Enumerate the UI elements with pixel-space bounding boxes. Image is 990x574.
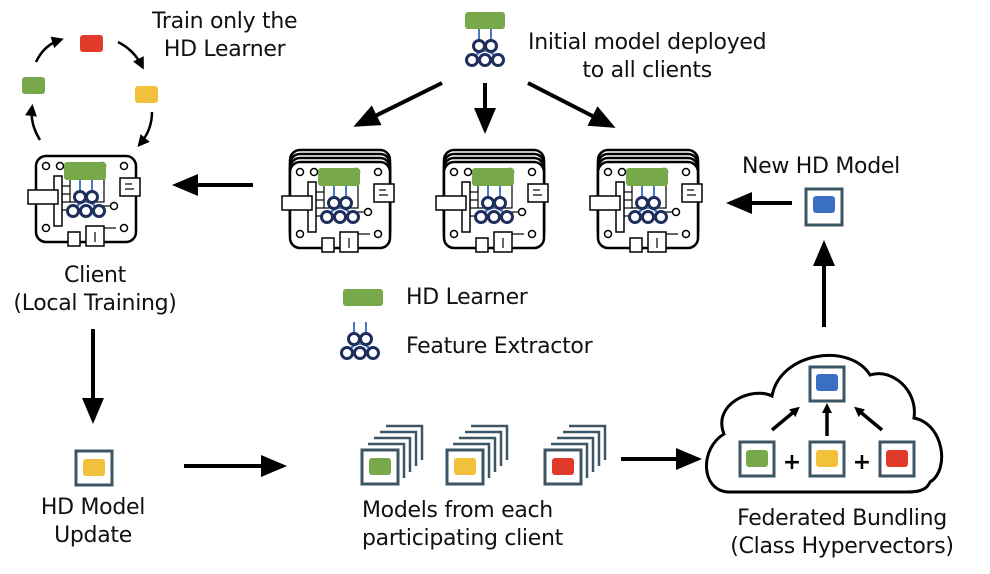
client-model-stacks — [360, 424, 607, 486]
train-only-line-1: Train only the — [152, 9, 298, 34]
bundle-swatch-yellow — [816, 450, 838, 467]
client-line-2: (Local Training) — [13, 291, 177, 316]
initial-model-line-2: to all clients — [582, 58, 712, 83]
stack-layer — [368, 442, 406, 478]
hd-model-update-label: HD Model Update — [28, 494, 158, 550]
client-label: Client (Local Training) — [0, 262, 190, 318]
hd-model-update-line-1: HD Model — [40, 495, 146, 520]
plus-sign: + — [853, 450, 871, 475]
client-model-stack-yellow — [445, 424, 509, 486]
client-model-stack-red — [543, 424, 607, 486]
bundle-input-red — [878, 440, 916, 478]
legend — [340, 289, 383, 360]
client-board-icon — [28, 156, 140, 246]
stack-layer — [453, 442, 491, 478]
federated-line-1: Federated Bundling — [737, 506, 947, 531]
bundle-swatch-green — [746, 450, 768, 467]
bundle-arrow-right — [854, 406, 884, 432]
stack-layer — [380, 430, 418, 466]
model-swatch-green — [369, 458, 391, 475]
cycle-arrow-icon — [117, 40, 144, 70]
cycle-arrow-icon — [25, 104, 42, 141]
stack-layer — [569, 424, 607, 460]
arrow-to-stack-3 — [527, 81, 616, 128]
bundle-arrow-left — [770, 406, 800, 432]
bundle-frame — [738, 440, 776, 478]
stack-layer — [374, 436, 412, 472]
hd-model-update-line-2: Update — [54, 523, 132, 548]
train-only-label: Train only the HD Learner — [152, 8, 298, 64]
client-stack-1 — [282, 150, 394, 252]
federated-bundling-label: Federated Bundling (Class Hypervectors) — [722, 505, 962, 561]
training-cycle — [22, 35, 158, 148]
models-line-2: participating client — [362, 526, 563, 551]
client-line-1: Client — [64, 263, 126, 288]
stack-layer — [471, 424, 509, 460]
client-stack-3 — [590, 150, 702, 252]
initial-model-label: Initial model deployed to all clients — [528, 29, 767, 85]
legend-feature-extractor-icon — [340, 320, 380, 360]
model-frame — [543, 448, 583, 486]
stack-layer — [551, 442, 589, 478]
models-line-1: Models from each — [362, 498, 553, 523]
models-from-each-label: Models from each participating client — [362, 497, 563, 553]
legend-hd-learner-icon — [343, 289, 383, 306]
bundle-input-green — [738, 440, 776, 478]
cycle-arrow-icon — [34, 36, 64, 63]
cycle-swatch-red — [80, 35, 103, 52]
stack-layer — [465, 430, 503, 466]
train-only-line-2: HD Learner — [163, 37, 286, 62]
model-swatch-yellow — [454, 458, 476, 475]
bundle-swatch-red — [886, 450, 908, 467]
initial-model-line-1: Initial model deployed — [528, 30, 767, 55]
legend-feature-extractor-label: Feature Extractor — [406, 334, 593, 359]
initial-model-icon — [465, 12, 505, 67]
cycle-arrow-icon — [137, 111, 154, 148]
hd-model-update-icon — [74, 449, 114, 487]
client-model-stack-green — [360, 424, 424, 486]
stack-layer — [386, 424, 424, 460]
federated-line-2: (Class Hypervectors) — [730, 534, 954, 559]
feature-extractor-icon — [465, 27, 505, 67]
stack-layer — [459, 436, 497, 472]
bundle-input-yellow — [808, 440, 846, 478]
cycle-swatch-yellow — [135, 86, 158, 103]
stack-layer — [563, 430, 601, 466]
hd-learner-icon — [465, 12, 505, 29]
cycle-swatch-green — [22, 77, 45, 94]
plus-sign: + — [783, 450, 801, 475]
bundled-model-icon — [808, 365, 846, 403]
client-stack-2 — [436, 150, 548, 252]
model-swatch-red — [552, 458, 574, 475]
stack-layer — [557, 436, 595, 472]
new-hd-model-icon — [804, 187, 844, 227]
legend-hd-learner-label: HD Learner — [406, 285, 528, 310]
bundle-inputs: ++ — [738, 440, 916, 478]
new-hd-model-label: New HD Model — [742, 154, 900, 179]
arrow-to-stack-1 — [353, 81, 443, 127]
